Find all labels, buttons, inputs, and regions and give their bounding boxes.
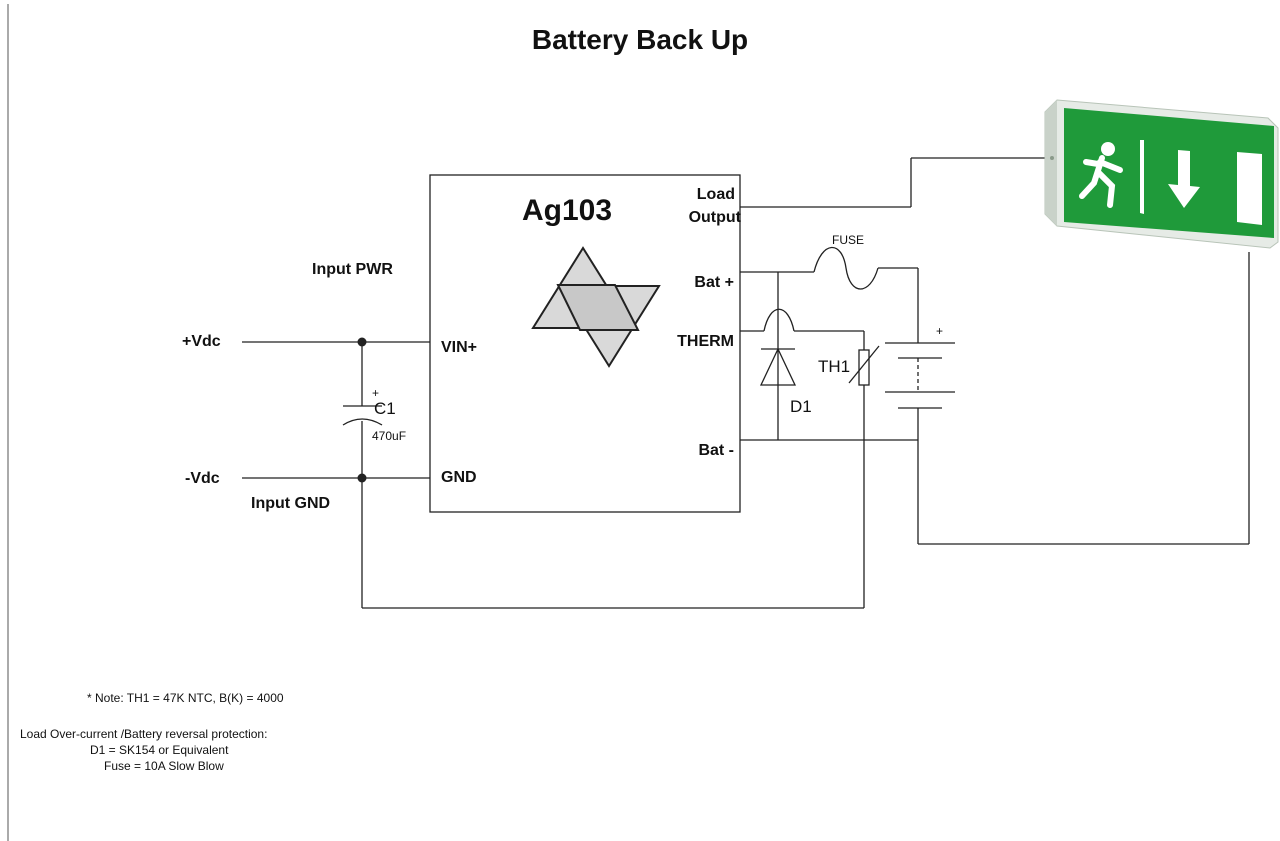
input-wiring bbox=[242, 337, 864, 609]
thermistor-ref: TH1 bbox=[818, 357, 850, 376]
diode-d1 bbox=[759, 347, 797, 386]
note-diode: D1 = SK154 or Equivalent bbox=[90, 743, 229, 757]
emergency-exit-sign-icon bbox=[1044, 99, 1279, 249]
input-pwr-label: Input PWR bbox=[312, 261, 393, 278]
pin-bat-minus: Bat - bbox=[698, 442, 734, 459]
ag103-logo-icon bbox=[531, 246, 661, 368]
cap-value: 470uF bbox=[372, 429, 406, 443]
pin-vin-plus: VIN+ bbox=[441, 339, 477, 356]
vdc-minus-label: -Vdc bbox=[185, 470, 220, 487]
bat-plus-wiring bbox=[740, 246, 919, 440]
pin-load-output-line1: Load bbox=[697, 186, 735, 203]
load-output-wiring bbox=[740, 157, 1057, 208]
note-protection: Load Over-current /Battery reversal prot… bbox=[20, 727, 267, 741]
thermistor-th1 bbox=[848, 345, 880, 386]
chip-name: Ag103 bbox=[522, 194, 612, 227]
cap-polarity: + bbox=[372, 386, 379, 400]
pin-load-output-line2: Output bbox=[689, 209, 742, 226]
cap-ref: C1 bbox=[374, 399, 396, 418]
ag103-chip-body bbox=[429, 174, 741, 513]
note-fuse: Fuse = 10A Slow Blow bbox=[104, 759, 224, 773]
pin-bat-plus: Bat + bbox=[694, 274, 734, 291]
fuse-label: FUSE bbox=[832, 233, 864, 247]
vdc-plus-label: +Vdc bbox=[182, 333, 221, 350]
diagram-title: Battery Back Up bbox=[532, 24, 748, 55]
pin-therm: THERM bbox=[677, 333, 734, 350]
therm-wiring bbox=[740, 308, 865, 608]
pin-gnd: GND bbox=[441, 469, 477, 486]
note-thermistor: * Note: TH1 = 47K NTC, B(K) = 4000 bbox=[87, 691, 284, 705]
battery-pack bbox=[885, 342, 955, 544]
battery-polarity: + bbox=[936, 324, 943, 338]
capacitor-c1 bbox=[342, 405, 383, 426]
load-return-wiring bbox=[918, 252, 1250, 545]
diode-ref: D1 bbox=[790, 397, 812, 416]
input-gnd-label: Input GND bbox=[251, 495, 330, 512]
